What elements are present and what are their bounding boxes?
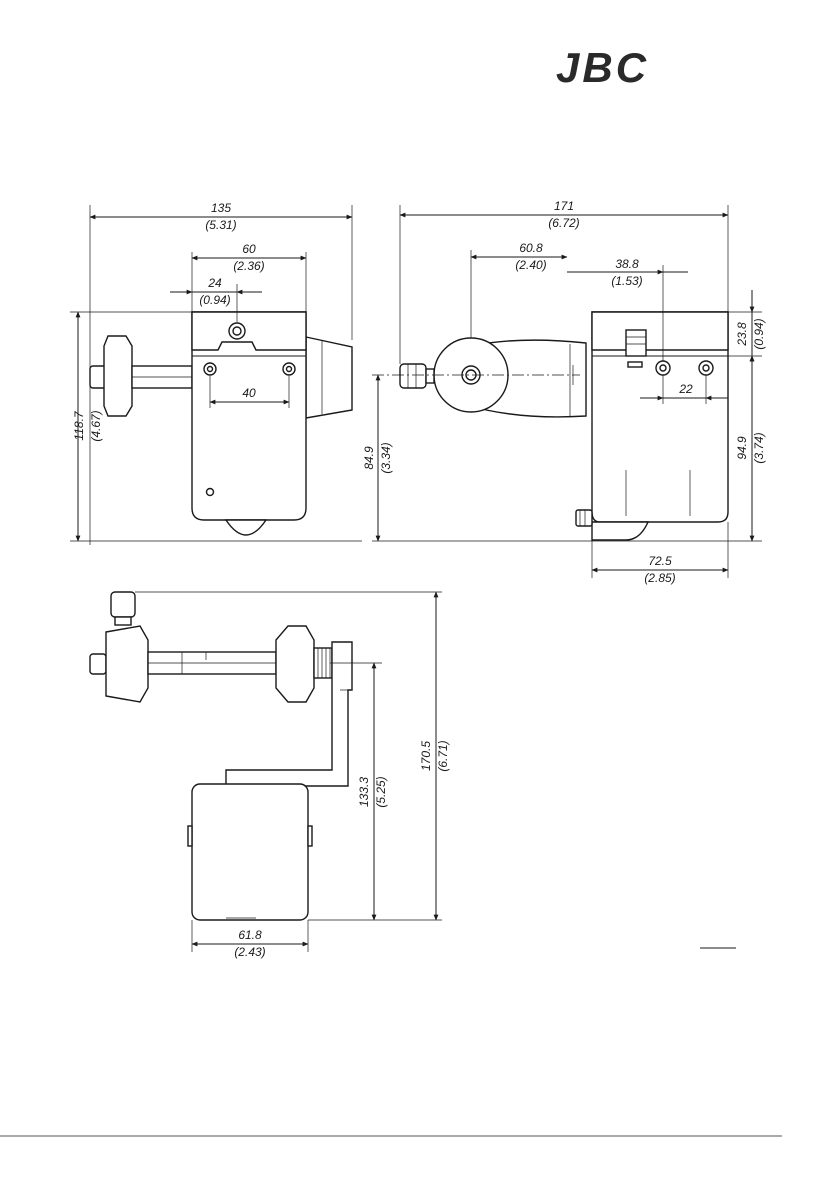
dim-135-in: (5.31) (205, 218, 236, 232)
dim-72-5-in: (2.85) (644, 571, 675, 585)
dim-38-8-in: (1.53) (611, 274, 642, 288)
top-body (192, 784, 308, 920)
dim-72-5: 72.5 (648, 554, 672, 568)
knob-flange (104, 336, 132, 416)
dim-170-5-in: (6.71) (436, 740, 450, 771)
dim-22: 22 (678, 382, 693, 396)
dim-94-9: 94.9 (735, 436, 749, 460)
brand-logo: JBC (556, 44, 649, 91)
dim-84-9-in: (3.34) (379, 442, 393, 473)
dim-23-8: 23.8 (735, 322, 749, 347)
dim-61-8-in: (2.43) (234, 945, 265, 959)
front-view: 135 (5.31) 60 (2.36) 24 (0.94) 40 118.7 … (70, 201, 362, 545)
side-view: 171 (6.72) 60.8 (2.40) 38.8 (1.53) 23.8 … (362, 199, 766, 585)
dim-118-7-in: (4.67) (89, 410, 103, 441)
top-knob (111, 592, 135, 617)
dim-24-in: (0.94) (199, 293, 230, 307)
top-view: 170.5 (6.71) 133.3 (5.25) 61.8 (2.43) (90, 592, 450, 959)
dim-118-7: 118.7 (72, 410, 86, 440)
dim-60: 60 (242, 242, 256, 256)
side-top-plate (592, 312, 728, 350)
dim-171-in: (6.72) (548, 216, 579, 230)
dim-60-8-in: (2.40) (515, 258, 546, 272)
dim-133-3: 133.3 (357, 777, 371, 807)
dim-61-8: 61.8 (238, 928, 262, 942)
brand-logo-text: JBC (556, 44, 649, 91)
top-right-flange (276, 626, 314, 702)
front-bump (226, 520, 266, 535)
dim-170-5: 170.5 (419, 741, 433, 771)
side-foot (592, 522, 648, 540)
side-bracket (306, 337, 352, 418)
top-spring (314, 648, 332, 678)
top-left-flange (106, 626, 148, 702)
dim-135: 135 (211, 201, 231, 215)
dim-60-8: 60.8 (519, 241, 543, 255)
side-knob (400, 364, 426, 388)
dim-24: 24 (207, 276, 222, 290)
dim-133-3-in: (5.25) (374, 776, 388, 807)
dim-84-9: 84.9 (362, 446, 376, 470)
dim-60-in: (2.36) (233, 259, 264, 273)
dim-94-9-in: (3.74) (752, 432, 766, 463)
side-connector (576, 510, 592, 526)
dim-23-8-in: (0.94) (752, 318, 766, 349)
side-clip (626, 330, 646, 356)
small-hole (207, 489, 214, 496)
dim-171: 171 (554, 199, 574, 213)
dim-40: 40 (242, 386, 256, 400)
dim-38-8: 38.8 (615, 257, 639, 271)
